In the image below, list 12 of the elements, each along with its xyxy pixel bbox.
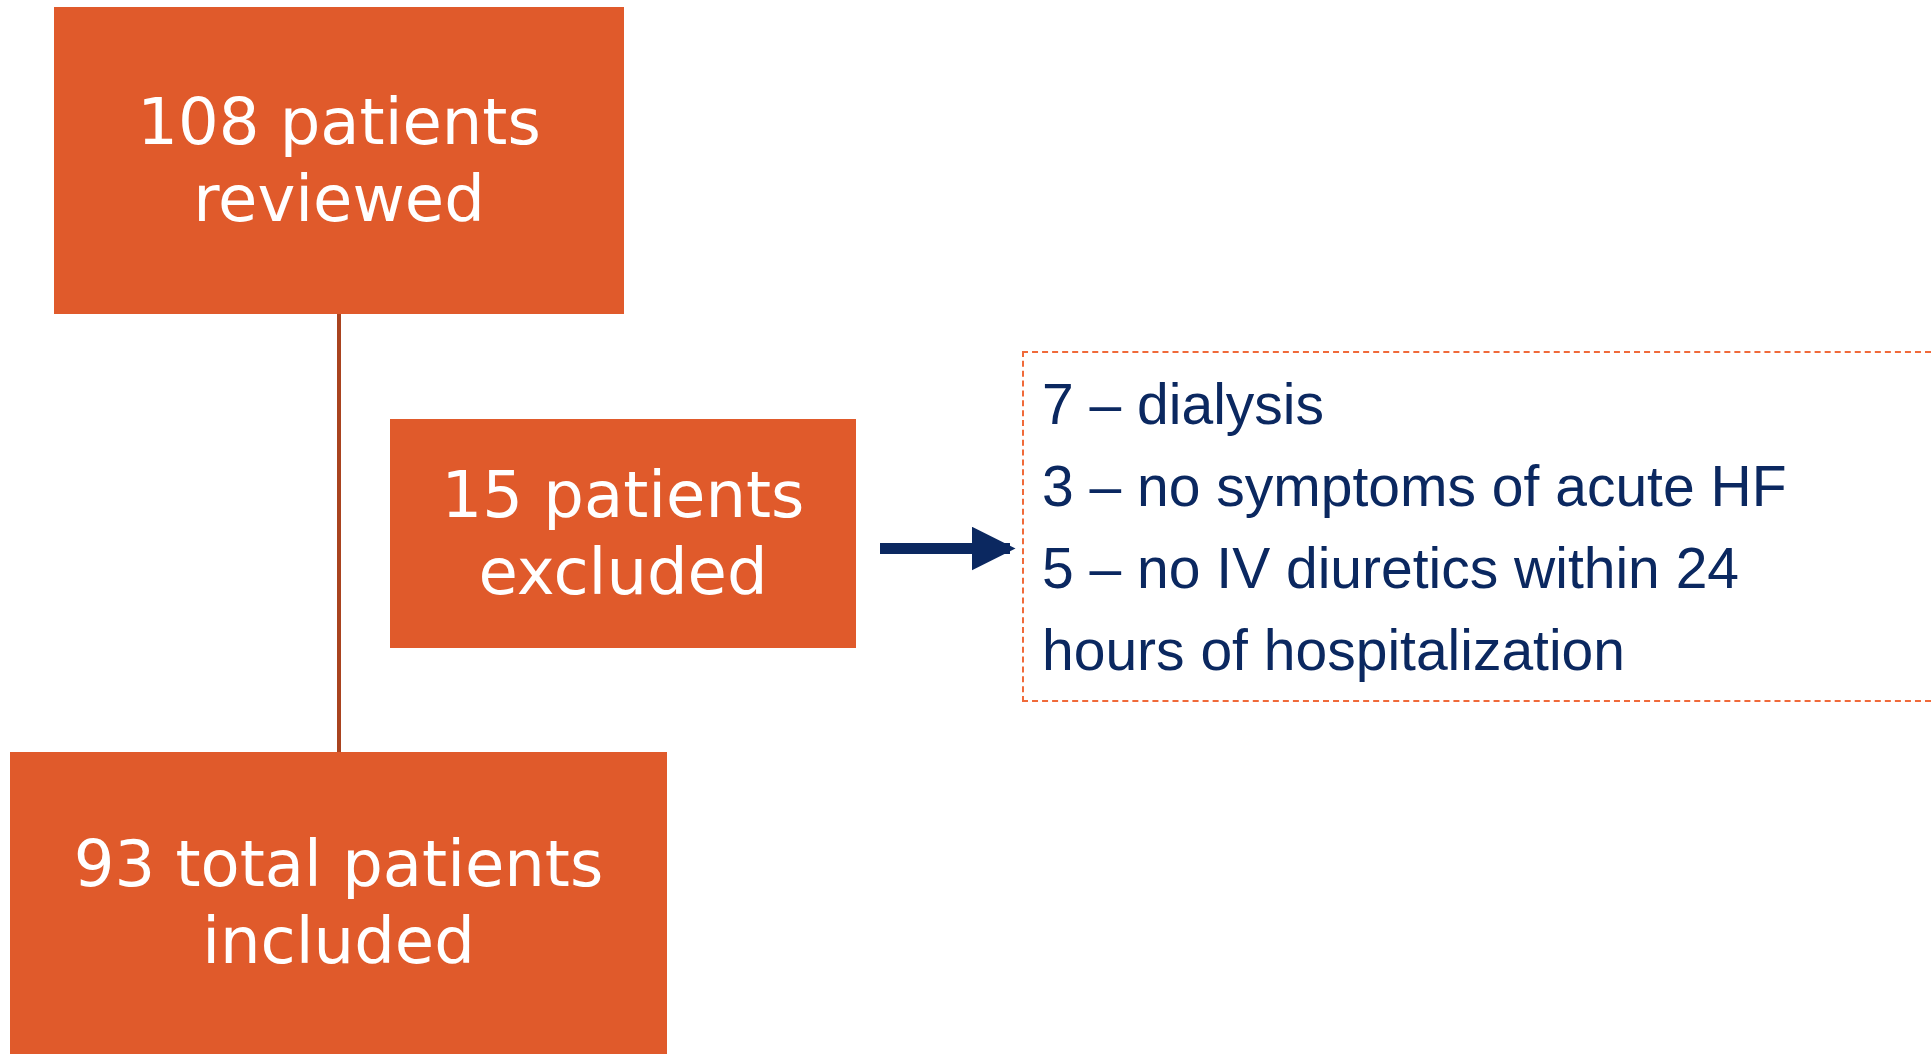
process-box [54, 7, 624, 314]
box-label: 108 patients reviewed [136, 83, 542, 238]
process-box [10, 752, 667, 1054]
exclusion-reason: 5 – no IV diuretics within 24 hours of hospitalization [1042, 534, 1741, 684]
arrow [880, 526, 1016, 571]
box-label: 15 patients excluded [440, 456, 806, 611]
box-label: 93 total patients included [72, 826, 605, 980]
note-box [1022, 351, 1931, 702]
connector-line [337, 314, 341, 419]
exclusion-reason: 7 – dialysis [1042, 370, 1324, 438]
exclusion-reason: 3 – no symptoms of acute HF [1042, 452, 1787, 520]
process-box [390, 419, 856, 648]
